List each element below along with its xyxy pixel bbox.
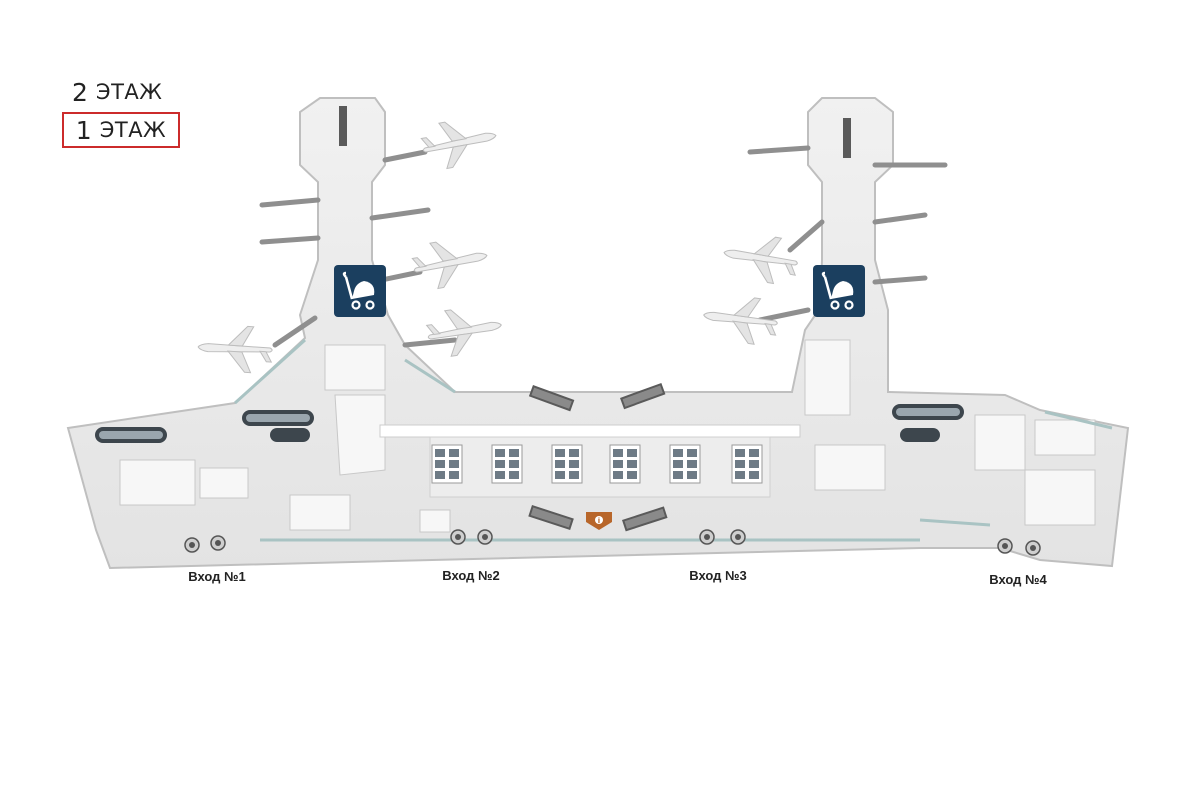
stroller-icon: [821, 271, 854, 310]
info-icon: i: [598, 517, 600, 525]
entrance-4-label[interactable]: Вход №4: [989, 572, 1047, 587]
stroller-icon: [342, 271, 375, 310]
baggage-carousels: [95, 404, 964, 443]
inner-structures: [119, 339, 1096, 533]
floor-2-number: 2: [72, 77, 88, 107]
escalators: [339, 106, 851, 532]
waiting-area: [429, 436, 771, 498]
stroller-poi-left[interactable]: [334, 265, 386, 317]
stroller-poi-right[interactable]: [813, 265, 865, 317]
info-point[interactable]: i: [586, 512, 612, 530]
floor-2-button[interactable]: 2 ЭТАЖ: [62, 74, 180, 110]
walkway: [379, 424, 801, 438]
entrance-1-label[interactable]: Вход №1: [188, 569, 246, 584]
floor-1-number: 1: [75, 115, 92, 145]
glass-facade: [233, 338, 1113, 542]
floor-1-label: ЭТАЖ: [99, 118, 167, 142]
floor-2-label: ЭТАЖ: [95, 80, 163, 104]
floor-1-button[interactable]: 1 ЭТАЖ: [62, 112, 180, 148]
entrance-3-label[interactable]: Вход №3: [689, 568, 747, 583]
entrance-2-label[interactable]: Вход №2: [442, 568, 500, 583]
